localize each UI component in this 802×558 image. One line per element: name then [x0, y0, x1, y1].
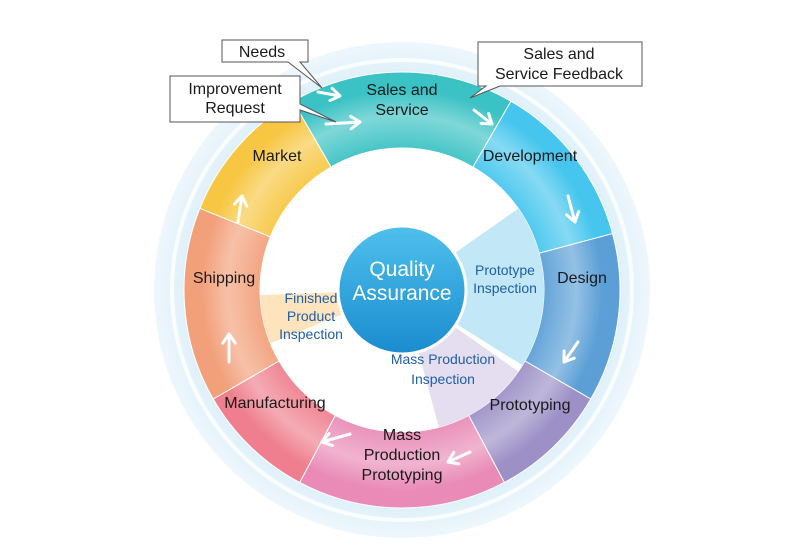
- inspection-label-finished-1: Finished: [285, 290, 338, 306]
- callout-improvement-box: [169, 75, 337, 123]
- arrow-prototyping-to-mass: [446, 450, 472, 466]
- callout-needs: Needs: [221, 39, 323, 89]
- callout-needs-text: Needs: [239, 44, 285, 61]
- arrow-sales-to-development: [472, 108, 494, 126]
- segment-label-mass-1: Mass: [383, 427, 421, 444]
- segment-label-prototyping: Prototyping: [490, 397, 571, 414]
- segment-labels: Sales and Service Development Design Pro…: [193, 82, 607, 484]
- callout-feedback-box: [469, 41, 643, 99]
- segment-label-sales-and-service-1: Sales and: [366, 82, 437, 99]
- callout-needs-box: [221, 39, 323, 89]
- outer-rim: [170, 58, 634, 522]
- inspection-label-prototype-1: Prototype: [475, 262, 535, 278]
- inspection-label-finished-3: Inspection: [279, 326, 343, 342]
- callout-improvement-text-2: Request: [205, 100, 265, 117]
- quality-assurance-circle: [336, 224, 468, 356]
- segment-label-development: Development: [483, 148, 578, 165]
- arrow-mass-to-manufacturing: [320, 432, 352, 447]
- inspection-label-prototype-2: Inspection: [473, 280, 537, 296]
- inspection-wedge-prototype-inspection: [402, 208, 545, 366]
- callout-feedback-text-2: Service Feedback: [495, 66, 624, 83]
- segment-label-manufacturing: Manufacturing: [224, 395, 325, 412]
- center-label-line1: Quality: [369, 258, 435, 281]
- center-label-line2: Assurance: [352, 282, 451, 305]
- callout-improvement-request: Improvement Request: [169, 75, 337, 123]
- inspection-labels: Prototype Inspection Mass Production Ins…: [279, 262, 537, 387]
- arrow-development-to-design: [565, 194, 581, 224]
- inspection-label-finished-2: Product: [287, 308, 335, 324]
- segment-label-market: Market: [253, 148, 302, 165]
- callout-feedback-text-1: Sales and: [523, 46, 594, 63]
- arrow-manufacturing-to-shipping: [221, 332, 237, 364]
- callout-sales-and-service-feedback: Sales and Service Feedback: [469, 41, 643, 99]
- callout-improvement-text-1: Improvement: [188, 81, 282, 98]
- segment-label-design: Design: [557, 270, 607, 287]
- arrow-shipping-to-market: [232, 194, 249, 224]
- segment-label-mass-3: Prototyping: [362, 467, 443, 484]
- inspection-label-mass-1: Mass Production: [391, 351, 495, 367]
- segment-label-shipping: Shipping: [193, 270, 255, 287]
- arrow-needs-in: [316, 86, 342, 102]
- flow-arrows: [221, 86, 581, 466]
- arrow-design-to-prototyping: [562, 340, 580, 364]
- segment-label-mass-2: Production: [364, 447, 441, 464]
- inspection-label-mass-2: Inspection: [411, 371, 475, 387]
- arrow-improvement-in: [324, 114, 362, 131]
- segment-label-sales-and-service-2: Service: [375, 102, 428, 119]
